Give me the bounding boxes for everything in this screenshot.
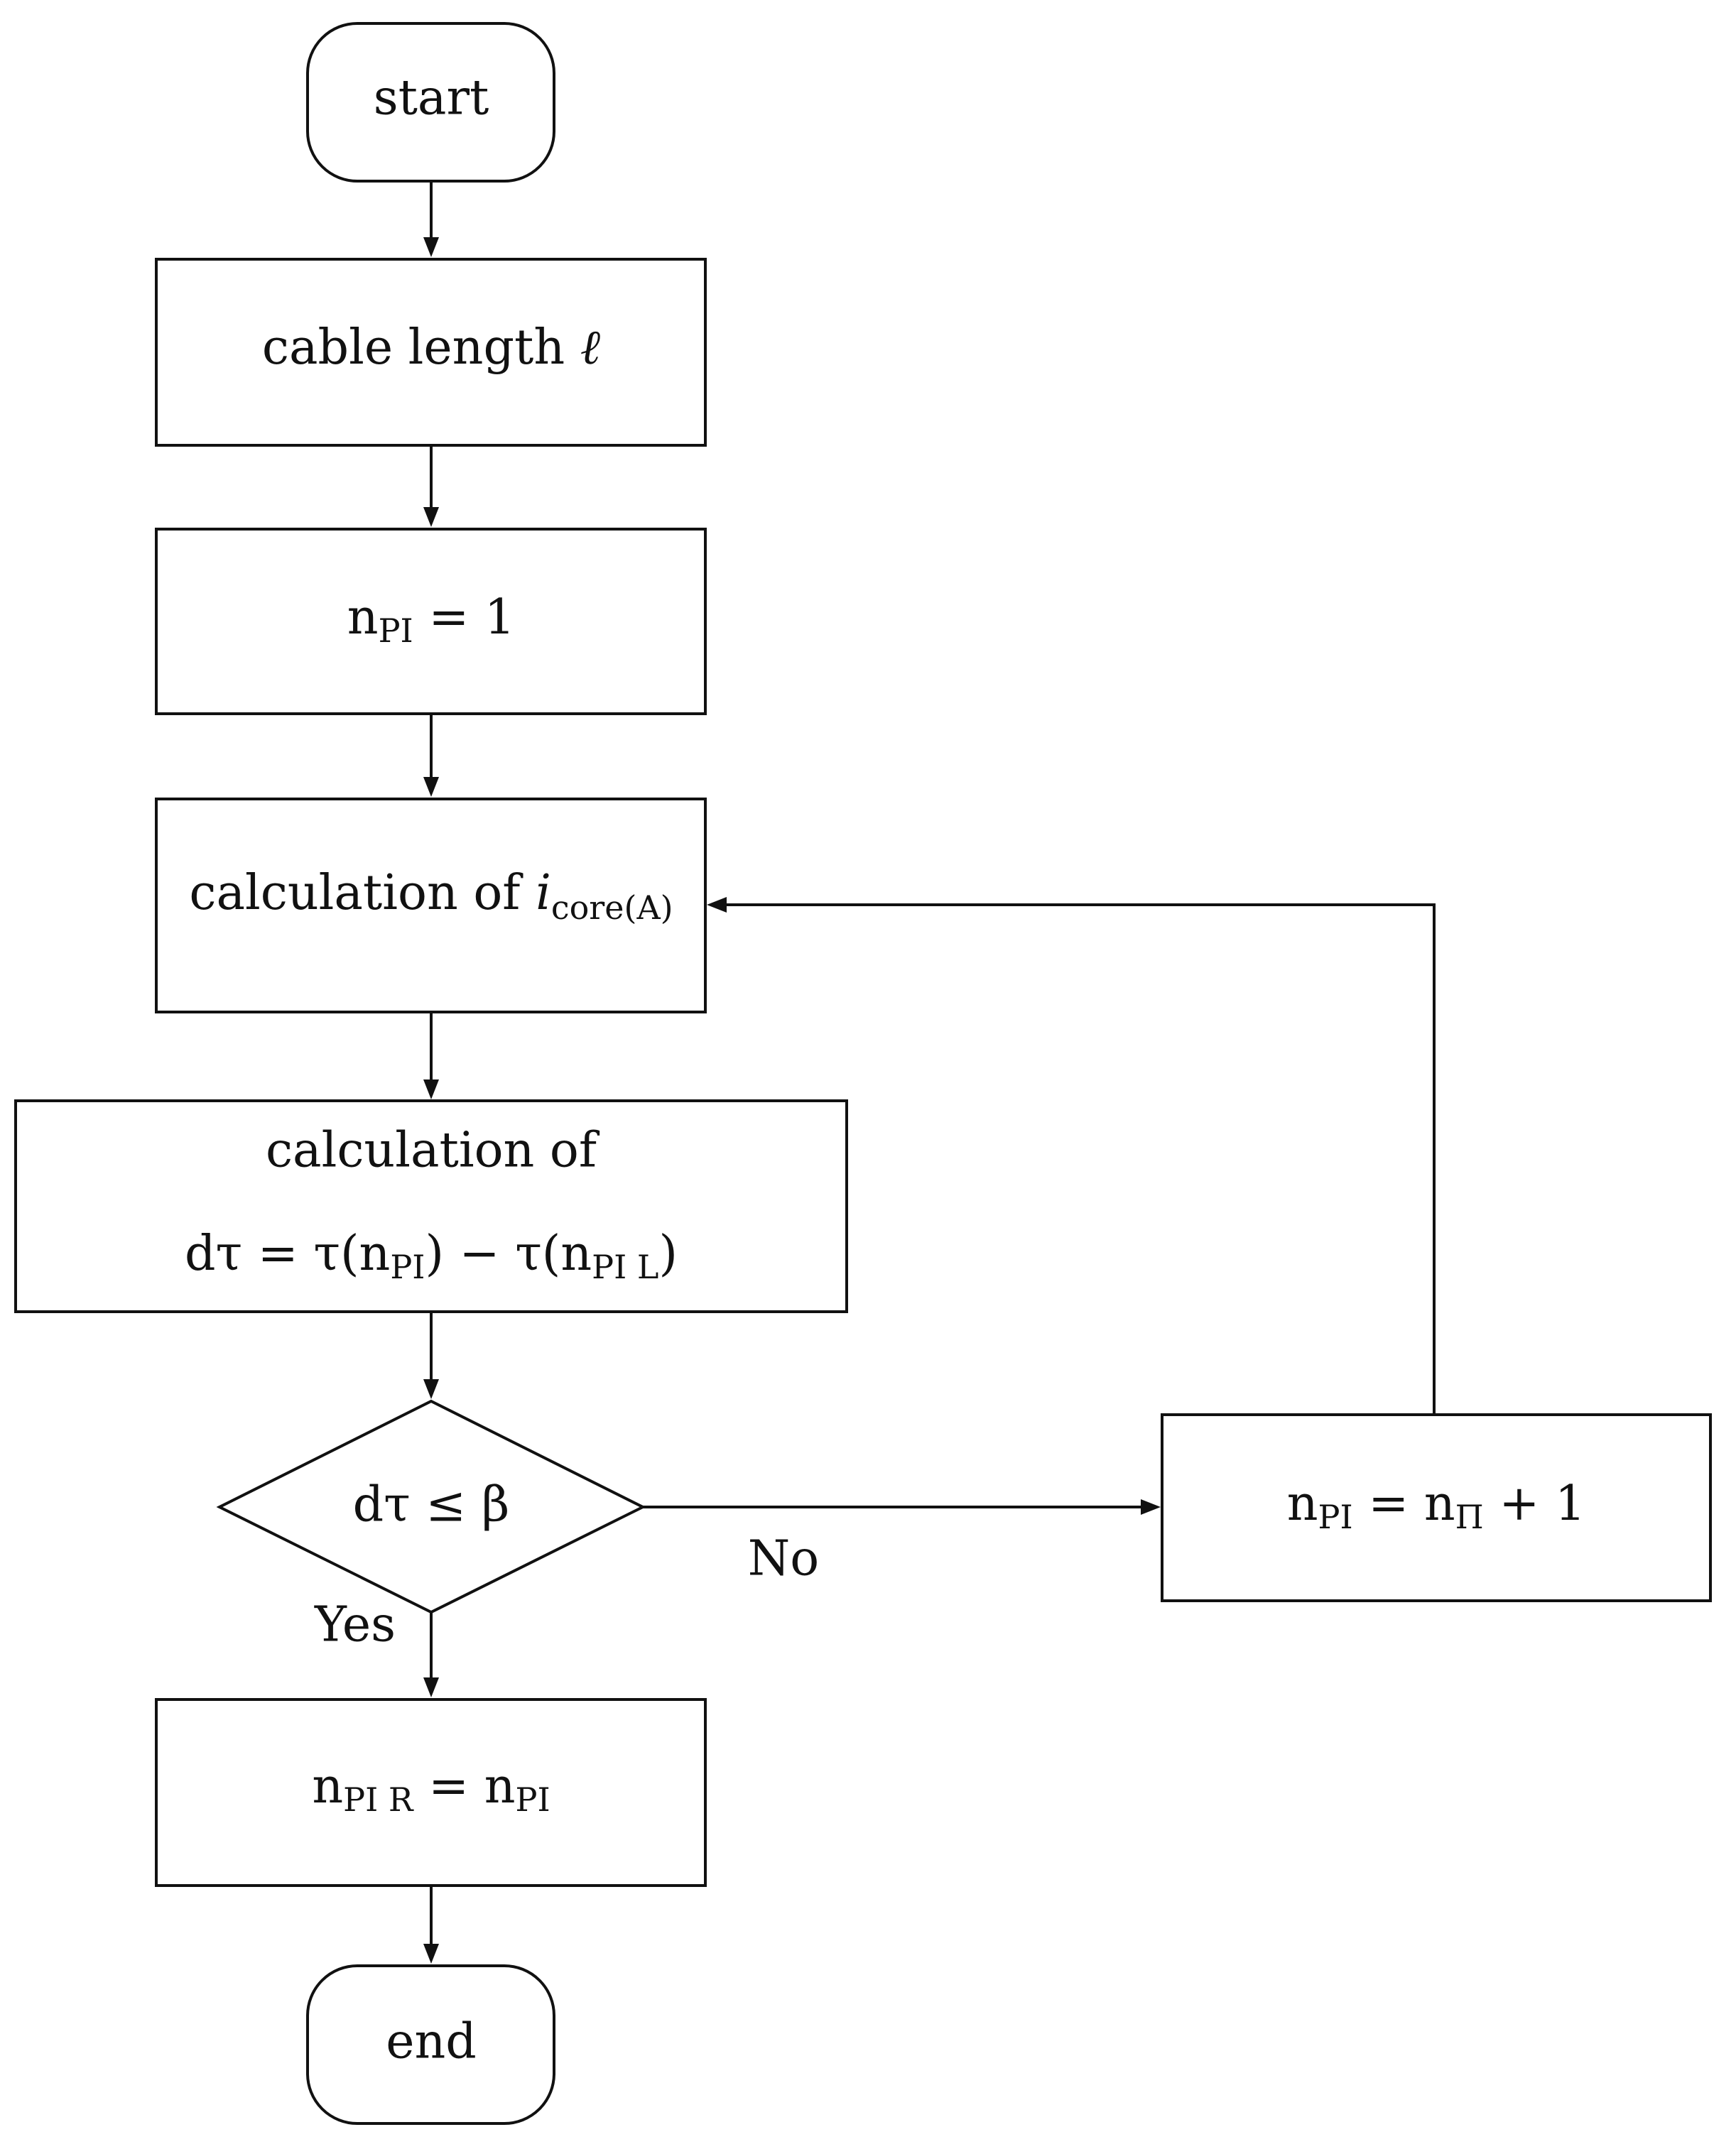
arrowhead-icon xyxy=(423,1677,439,1697)
dtau-calc-title: calculation of xyxy=(266,1123,600,1179)
increment-box: nPI = nΠ + 1 xyxy=(1161,1413,1712,1602)
decision-label: dτ ≤ β xyxy=(353,1477,510,1533)
result-box: nPI R = nPI xyxy=(155,1698,707,1887)
dtau-formula: dτ = τ(nPI) − τ(nPI L) xyxy=(185,1226,678,1287)
dtau-calc-box: calculation of dτ = τ(nPI) − τ(nPI L) xyxy=(14,1099,848,1313)
result-label: nPI R = nPI xyxy=(312,1758,550,1820)
cable-length-box: cable length ℓ xyxy=(155,258,707,447)
core-current-label: calculation of icore(A) xyxy=(189,865,673,928)
edge-label-yes: Yes xyxy=(314,1597,396,1653)
arrowhead-icon xyxy=(423,1944,439,1964)
connectors xyxy=(423,181,1436,1964)
end-label: end xyxy=(386,2014,477,2070)
end-terminal: end xyxy=(306,1964,555,2125)
arrowhead-icon xyxy=(423,507,439,527)
arrow-increment-loop-back xyxy=(721,903,1436,1415)
arrowhead-icon xyxy=(707,897,727,913)
arrowhead-icon xyxy=(423,1079,439,1099)
start-terminal: start xyxy=(306,22,555,183)
arrowhead-icon xyxy=(423,777,439,797)
arrowhead-icon xyxy=(423,237,439,257)
core-current-box: calculation of icore(A) xyxy=(155,798,707,1013)
start-label: start xyxy=(374,70,489,126)
init-label: nPI = 1 xyxy=(347,589,515,651)
edge-label-no: No xyxy=(748,1531,819,1587)
increment-label: nPI = nΠ + 1 xyxy=(1287,1476,1586,1537)
arrowhead-icon xyxy=(423,1379,439,1399)
decision-diamond: dτ ≤ β xyxy=(216,1399,646,1614)
arrowhead-icon xyxy=(1141,1499,1161,1515)
cable-length-label: cable length ℓ xyxy=(262,320,600,376)
init-box: nPI = 1 xyxy=(155,528,707,715)
